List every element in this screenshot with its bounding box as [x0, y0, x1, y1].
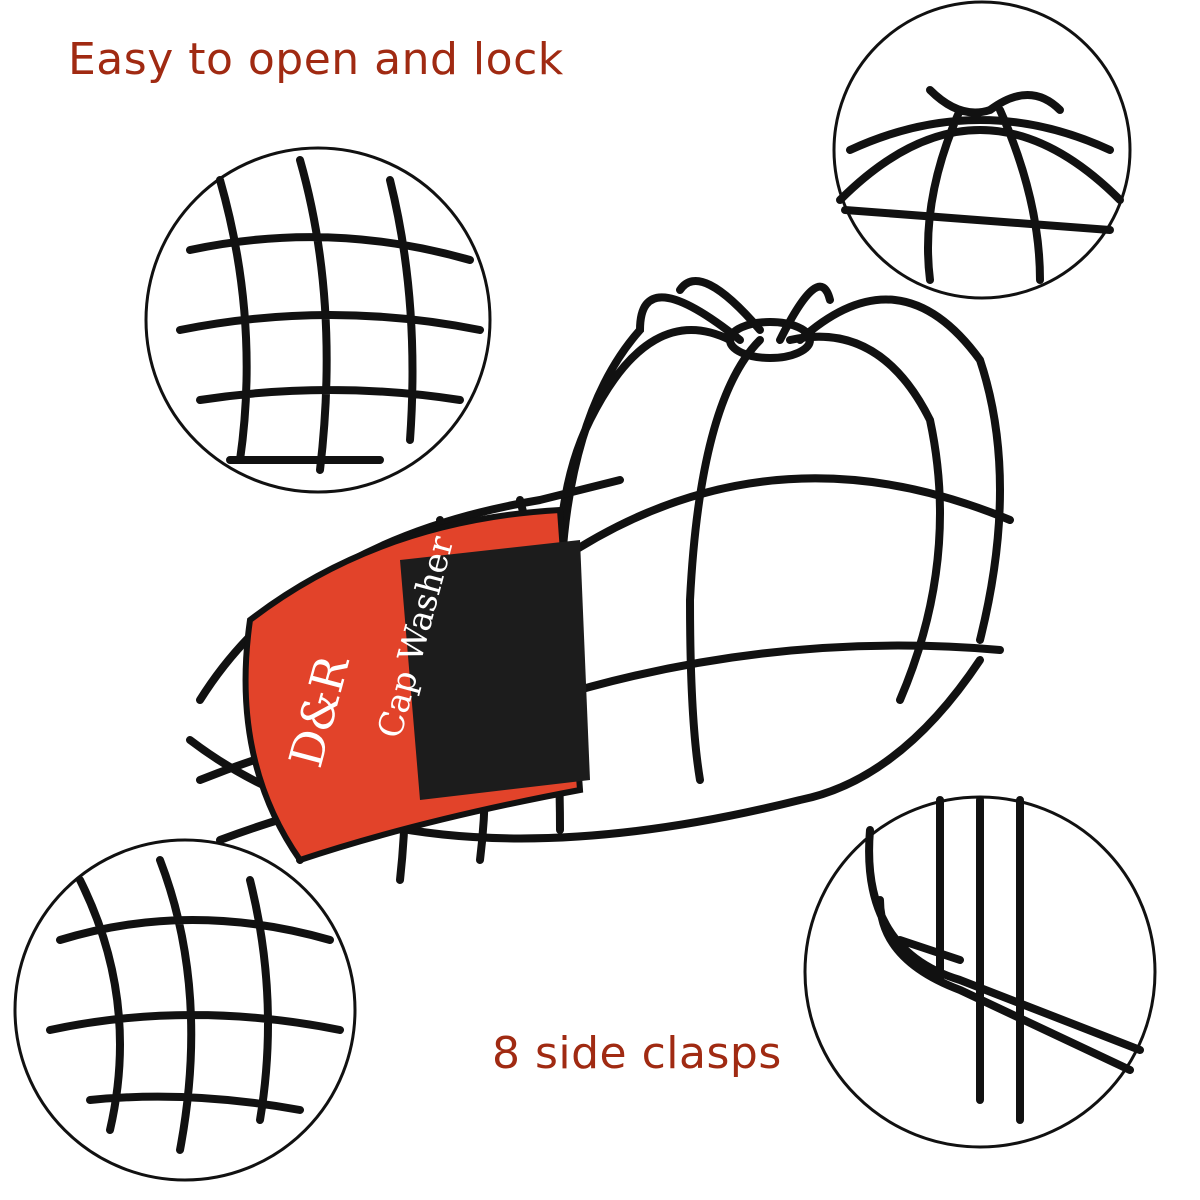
caption-side-clasps: 8 side clasps — [492, 1028, 782, 1079]
detail-circle-top-left — [144, 146, 492, 494]
detail-circle-top-right — [832, 0, 1132, 300]
detail-circle-bottom-left — [13, 838, 357, 1182]
caption-easy-open: Easy to open and lock — [68, 34, 564, 85]
insert-dark-panel — [400, 540, 590, 800]
detail-circle-bottom-right — [803, 795, 1157, 1149]
